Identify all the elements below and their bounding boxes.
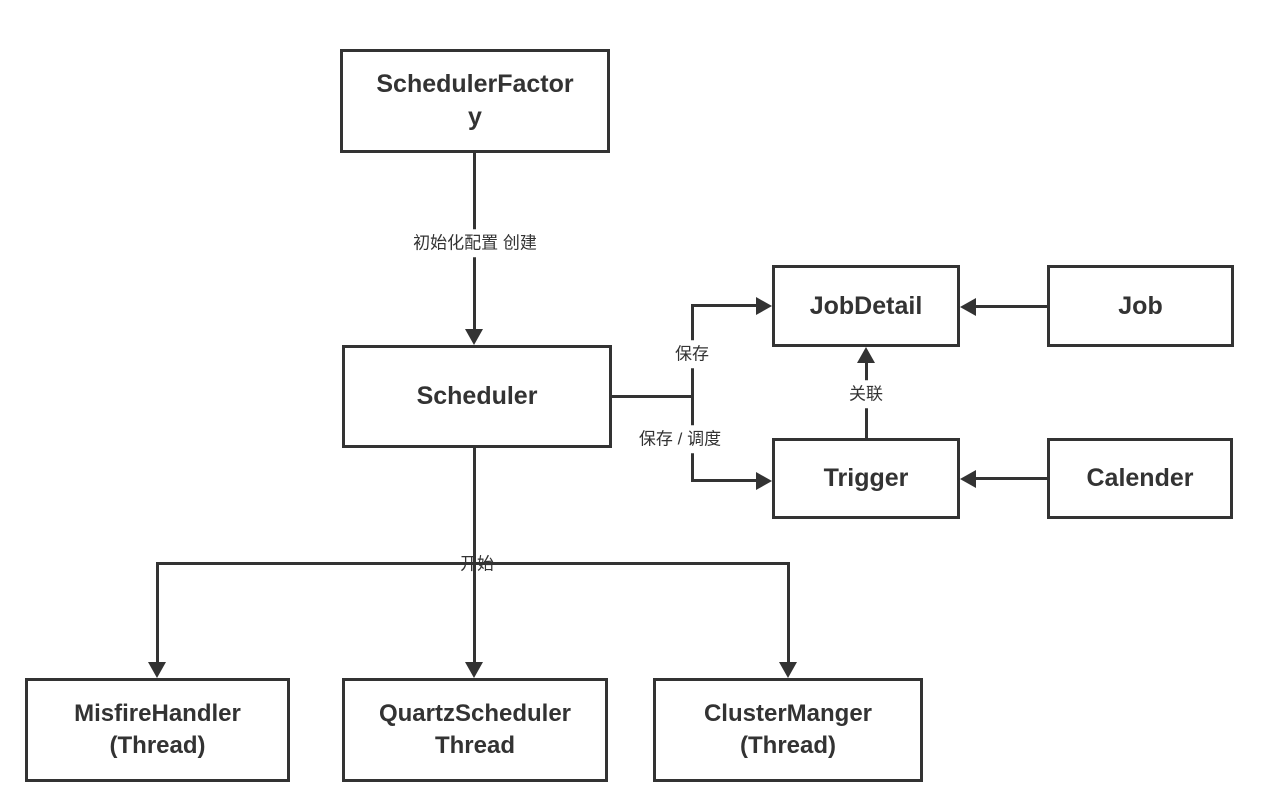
node-scheduler-factory-label-line2: y bbox=[468, 103, 482, 131]
edge-scheduler-to-trigger-arrowhead-icon bbox=[756, 472, 772, 490]
node-misfire-handler-label-line1: MisfireHandler bbox=[74, 700, 241, 728]
edge-scheduler-branch-vline bbox=[691, 304, 694, 481]
edge-scheduler-right-line bbox=[612, 395, 692, 398]
node-calender: Calender bbox=[1047, 438, 1233, 519]
edge-factory-to-scheduler-arrowhead-icon bbox=[465, 329, 483, 345]
edge-scheduler-to-jobdetail-arrowhead-icon bbox=[756, 297, 772, 315]
node-quartz-scheduler-thread: QuartzScheduler Thread bbox=[342, 678, 608, 782]
edge-scheduler-to-trigger-line bbox=[691, 479, 757, 482]
edge-label-init-create: 初始化配置 创建 bbox=[408, 229, 542, 257]
edge-calender-to-trigger-line bbox=[974, 477, 1047, 480]
edge-label-associate: 关联 bbox=[844, 380, 888, 408]
edge-to-misfirehandler-line bbox=[156, 562, 159, 664]
edge-to-quartzscheduler-line bbox=[473, 564, 476, 664]
edge-scheduler-down-line bbox=[473, 448, 476, 564]
node-quartz-scheduler-thread-label-line1: QuartzScheduler bbox=[378, 700, 572, 728]
edge-distributor-line bbox=[156, 562, 790, 565]
node-quartz-scheduler-thread-label-line2: Thread bbox=[434, 732, 515, 759]
edge-label-init-line1: 初始化配置 bbox=[413, 233, 499, 253]
edge-label-init-line2: 创建 bbox=[502, 233, 537, 253]
edge-label-save-schedule: 保存 / 调度 bbox=[633, 425, 727, 453]
edge-scheduler-to-jobdetail-line bbox=[691, 304, 757, 307]
edge-to-misfirehandler-arrowhead-icon bbox=[148, 662, 166, 678]
node-scheduler: Scheduler bbox=[342, 345, 612, 448]
edge-to-clustermanger-line bbox=[787, 562, 790, 664]
node-job: Job bbox=[1047, 265, 1234, 347]
node-calender-label: Calender bbox=[1086, 464, 1194, 492]
edge-to-quartzscheduler-arrowhead-icon bbox=[465, 662, 483, 678]
node-jobdetail: JobDetail bbox=[772, 265, 960, 347]
node-cluster-manger-label-line2: (Thread) bbox=[740, 732, 836, 759]
edge-job-to-jobdetail-line bbox=[974, 305, 1047, 308]
node-cluster-manger: ClusterManger (Thread) bbox=[653, 678, 923, 782]
node-trigger: Trigger bbox=[772, 438, 960, 519]
node-misfire-handler-label-line2: (Thread) bbox=[109, 732, 206, 759]
node-trigger-label: Trigger bbox=[823, 464, 909, 492]
node-jobdetail-label: JobDetail bbox=[809, 291, 923, 320]
node-job-label: Job bbox=[1118, 291, 1163, 320]
node-scheduler-label: Scheduler bbox=[416, 382, 538, 410]
node-misfire-handler: MisfireHandler (Thread) bbox=[25, 678, 290, 782]
edge-label-start: 开始 bbox=[460, 554, 494, 574]
edge-trigger-to-jobdetail-arrowhead-icon bbox=[857, 347, 875, 363]
node-scheduler-factory: SchedulerFactor y bbox=[340, 49, 610, 153]
node-cluster-manger-label-line1: ClusterManger bbox=[703, 700, 873, 728]
edge-job-to-jobdetail-arrowhead-icon bbox=[960, 298, 976, 316]
edge-to-clustermanger-arrowhead-icon bbox=[779, 662, 797, 678]
edge-label-save: 保存 bbox=[670, 340, 714, 368]
edge-calender-to-trigger-arrowhead-icon bbox=[960, 470, 976, 488]
node-scheduler-factory-label-line1: SchedulerFactor bbox=[376, 70, 574, 98]
